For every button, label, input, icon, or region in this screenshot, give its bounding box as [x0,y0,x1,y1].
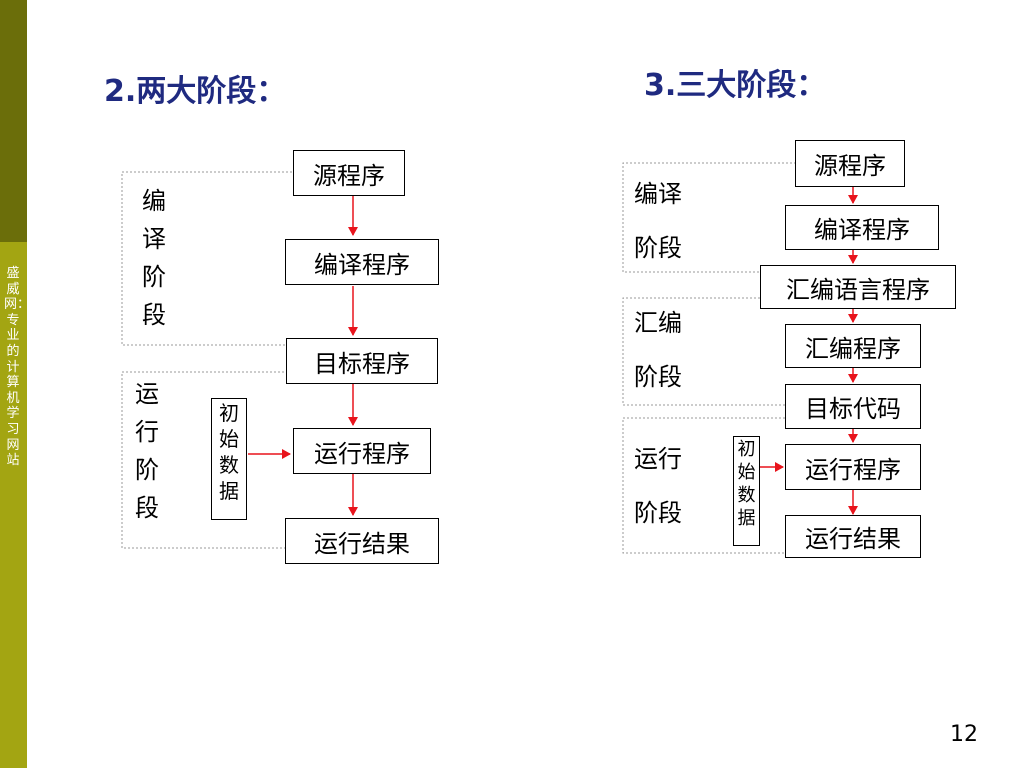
right-stage-run: 运行阶段 [634,445,682,527]
right-flow-arrows [760,187,858,515]
left-box-run-result: 运行结果 [285,518,439,564]
right-box-run-result: 运行结果 [785,515,921,558]
left-box-run-program: 运行程序 [293,428,431,474]
left-box-source-program: 源程序 [293,150,405,196]
sidebar: 盛威网：专业的计算机学习网站 [0,0,30,768]
right-title: 3.三大阶段： [644,68,827,103]
sidebar-band-bottom [0,242,27,768]
left-stage-compile: 编译阶段 [142,187,166,329]
page-number: 12 [950,722,978,747]
left-flow-arrows [248,196,358,516]
right-stage-assemble: 汇编阶段 [634,309,682,391]
left-stage-brackets [121,171,292,549]
right-box-compiler: 编译程序 [785,205,939,250]
left-box-initial-data: 初始数据 [211,398,247,520]
right-box-assembler: 汇编程序 [785,324,921,368]
right-box-run-program: 运行程序 [785,444,921,490]
right-box-initial-data: 初始数据 [733,436,760,546]
right-box-assembly-language: 汇编语言程序 [760,265,956,309]
left-box-target-program: 目标程序 [286,338,438,384]
left-title: 2.两大阶段： [104,74,287,109]
right-box-object-code: 目标代码 [785,384,921,429]
right-stage-compile: 编译阶段 [634,180,682,262]
left-stage-run: 运行阶段 [135,380,159,522]
sidebar-band-top [0,0,27,242]
right-box-source-program: 源程序 [795,140,905,187]
left-box-compiler: 编译程序 [285,239,439,285]
right-stage-brackets [622,162,796,554]
